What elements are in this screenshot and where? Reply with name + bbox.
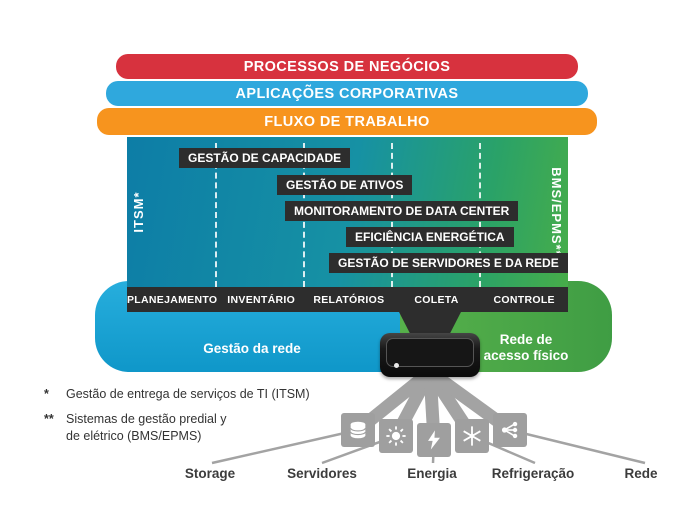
footnote-bms-epms: ** Sistemas de gestão predial y de elétr… — [44, 411, 310, 446]
endpoint-label-refrigeration: Refrigeração — [491, 466, 575, 481]
capability-matrix-panel: ITSM* BMS/EPMS** GESTÃO DE CAPACIDADE GE… — [127, 137, 568, 287]
endpoint-label-energy: Energia — [407, 466, 457, 481]
column-planning: PLANEJAMENTO — [127, 293, 218, 306]
dcim-appliance — [380, 333, 480, 377]
column-reports: RELATÓRIOS — [313, 293, 385, 306]
footnote-marker: ** — [44, 411, 54, 426]
capability-energy-efficiency: EFICIÊNCIA ENERGÉTICA — [346, 227, 514, 247]
network-node — [493, 413, 527, 447]
endpoint-label-servers: Servidores — [287, 466, 357, 481]
footnote-text: Gestão de entrega de serviços de TI (ITS… — [66, 387, 310, 401]
banner-workflow: FLUXO DE TRABALHO — [97, 108, 597, 135]
column-collection: COLETA — [414, 293, 459, 306]
banner-business-processes: PROCESSOS DE NEGÓCIOS — [116, 54, 578, 79]
function-columns-bar: PLANEJAMENTO INVENTÁRIO RELATÓRIOS COLET… — [127, 287, 568, 312]
capability-datacenter-monitoring: MONITORAMENTO DE DATA CENTER — [285, 201, 519, 221]
physical-access-label: Rede de acesso físico — [483, 332, 569, 363]
footnote-text: Sistemas de gestão predial y de elétrico… — [66, 411, 227, 444]
servers-icon — [386, 426, 406, 446]
capability-asset-management: GESTÃO DE ATIVOS — [277, 175, 413, 195]
banner-corporate-applications: APLICAÇÕES CORPORATIVAS — [106, 81, 588, 106]
banner-label: PROCESSOS DE NEGÓCIOS — [243, 58, 451, 75]
footnote-marker: * — [44, 387, 49, 401]
capability-server-network-management: GESTÃO DE SERVIDORES E DA REDE — [329, 253, 568, 273]
network-management-label: Gestão da rede — [203, 341, 301, 356]
storage-icon — [350, 421, 366, 439]
banner-label: APLICAÇÕES CORPORATIVAS — [235, 85, 459, 102]
network-icon — [501, 421, 518, 439]
endpoint-label-storage: Storage — [184, 466, 236, 481]
energy-icon — [428, 430, 440, 450]
capability-capacity-management: GESTÃO DE CAPACIDADE — [179, 148, 351, 168]
appliance-led — [394, 363, 399, 368]
servers-node — [379, 419, 413, 453]
bms-epms-axis-label: BMS/EPMS** — [549, 167, 564, 257]
refrigeration-icon — [463, 426, 481, 446]
column-divider — [215, 143, 217, 287]
column-control: CONTROLE — [493, 293, 555, 306]
itsm-axis-label: ITSM* — [131, 191, 146, 233]
endpoint-label-network: Rede — [624, 466, 658, 481]
refrigeration-node — [455, 419, 489, 453]
footnote-itsm: * Gestão de entrega de serviços de TI (I… — [44, 386, 310, 404]
column-inventory: INVENTÁRIO — [227, 293, 296, 306]
appliance-top-face — [386, 338, 474, 367]
banner-label: FLUXO DE TRABALHO — [264, 113, 430, 130]
energy-node — [417, 423, 451, 457]
storage-node — [341, 413, 375, 447]
footnotes: * Gestão de entrega de serviços de TI (I… — [44, 386, 310, 453]
